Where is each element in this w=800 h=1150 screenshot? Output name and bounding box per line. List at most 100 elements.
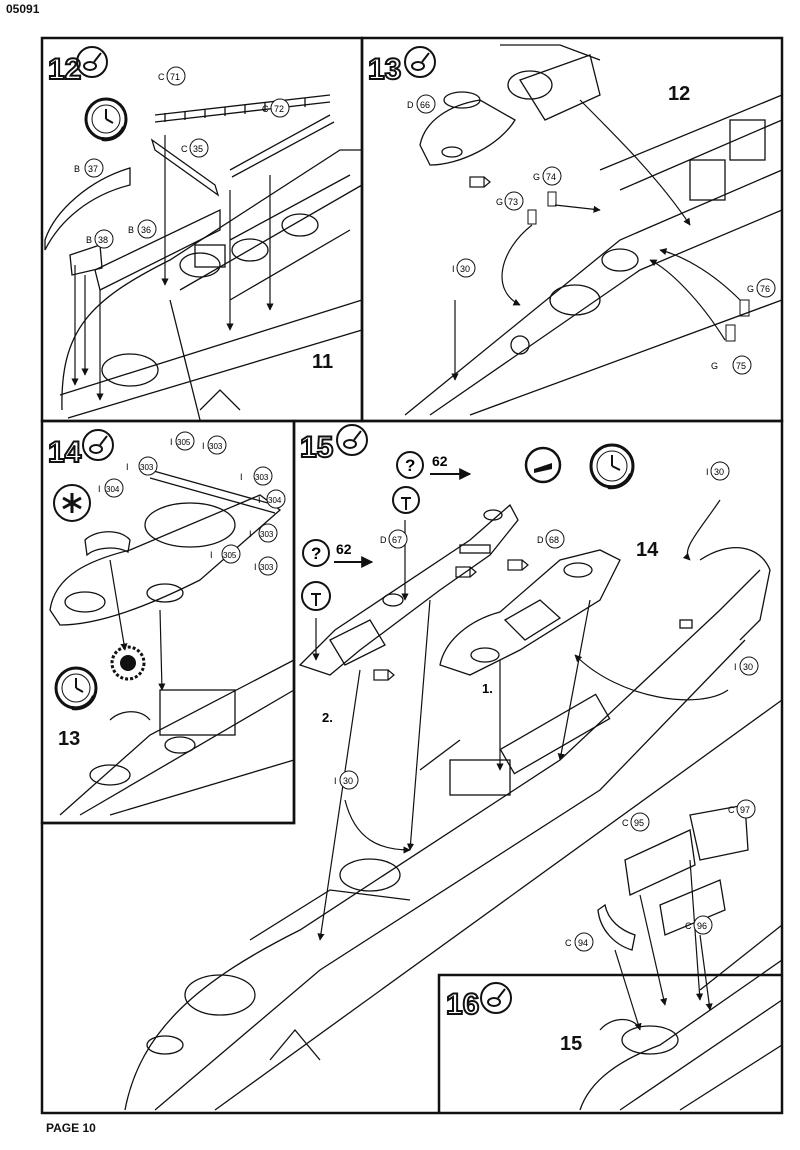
step-13-number: 13: [368, 53, 401, 86]
svg-text:C: C: [181, 144, 188, 154]
svg-text:G: G: [496, 197, 503, 207]
svg-text:95: 95: [634, 818, 644, 828]
svg-text:C: C: [262, 104, 269, 114]
part-callout-d66: D 66: [407, 94, 436, 114]
glue-icon: [336, 424, 368, 456]
svg-text:I: I: [258, 495, 261, 505]
assembly-arrows: [109, 559, 166, 691]
svg-text:97: 97: [740, 805, 750, 815]
svg-text:I: I: [202, 441, 205, 451]
part-b36-panel: [94, 208, 221, 291]
pin-icon: [392, 486, 420, 514]
assembly-arrows: [614, 859, 713, 1031]
part-callout-b37: B 37: [74, 158, 104, 178]
question-icon: ?: [302, 539, 330, 567]
clock-icon: [54, 666, 98, 711]
part-c71-railing: [154, 94, 331, 123]
flag-marker: [373, 559, 529, 681]
assembly-arrows: [451, 99, 741, 381]
panel-frames: [40, 36, 784, 1115]
svg-text:305: 305: [223, 551, 237, 560]
assembly-arrows: [312, 499, 729, 941]
glue-icon: [76, 46, 108, 78]
part-g75: [725, 324, 736, 342]
step-13-ref-label: 12: [668, 83, 690, 105]
svg-text:I: I: [249, 529, 252, 539]
svg-text:66: 66: [420, 100, 430, 110]
svg-text:72: 72: [274, 104, 284, 114]
svg-text:30: 30: [743, 662, 753, 672]
svg-text:D: D: [380, 535, 387, 545]
order-label-1: 1.: [482, 681, 493, 696]
part-d67-deck: [298, 503, 519, 676]
part-g76: [739, 299, 750, 317]
part-c72-railing: [229, 114, 335, 178]
question-ref-2: 62: [336, 541, 352, 557]
svg-text:303: 303: [209, 442, 223, 451]
part-callout-c72: C 72: [262, 98, 290, 118]
tape-icon: [524, 446, 562, 484]
svg-text:D: D: [537, 535, 544, 545]
svg-text:I: I: [210, 550, 213, 560]
assembly-arrows: [71, 135, 274, 401]
svg-text:B: B: [74, 164, 80, 174]
svg-text:G: G: [711, 361, 718, 371]
ship-hull-sketch: [404, 44, 783, 416]
sunburst-glue-icon: [110, 645, 146, 681]
svg-text:C: C: [158, 72, 165, 82]
svg-text:I: I: [334, 776, 337, 786]
ship-hull-sketch: [59, 659, 295, 816]
svg-text:94: 94: [578, 938, 588, 948]
question-icon: ?: [396, 451, 424, 479]
svg-text:305: 305: [177, 438, 191, 447]
order-label-2: 2.: [322, 710, 333, 725]
svg-text:76: 76: [760, 284, 770, 294]
part-g73: [527, 209, 537, 225]
svg-text:36: 36: [141, 225, 151, 235]
glue-icon: [82, 429, 114, 461]
flag-marker: [469, 176, 491, 188]
svg-text:I: I: [170, 437, 173, 447]
sheet-code: 05091: [6, 2, 40, 16]
svg-text:68: 68: [549, 535, 559, 545]
page-number: PAGE 10: [46, 1121, 96, 1135]
svg-text:37: 37: [88, 164, 98, 174]
step-15-number: 15: [300, 431, 333, 464]
svg-text:?: ?: [405, 456, 415, 475]
step-14: 14: [47, 429, 295, 816]
svg-text:B: B: [128, 225, 134, 235]
svg-text:I: I: [734, 662, 737, 672]
glue-icon: [404, 46, 436, 78]
part-c96-panel: [659, 879, 726, 936]
glue-icon: [480, 982, 512, 1014]
svg-text:35: 35: [193, 144, 203, 154]
svg-text:303: 303: [255, 473, 269, 482]
svg-text:303: 303: [140, 463, 154, 472]
asterisk-icon: [53, 484, 91, 522]
part-b37-panel: [44, 167, 131, 251]
svg-text:I: I: [452, 264, 455, 274]
svg-text:B: B: [86, 235, 92, 245]
step-16-ref-label: 15: [560, 1033, 582, 1055]
part-callout-i305-a: I 305: [170, 431, 195, 451]
ship-hull-sketch: [124, 547, 783, 1111]
svg-text:D: D: [407, 100, 414, 110]
svg-text:74: 74: [546, 172, 556, 182]
